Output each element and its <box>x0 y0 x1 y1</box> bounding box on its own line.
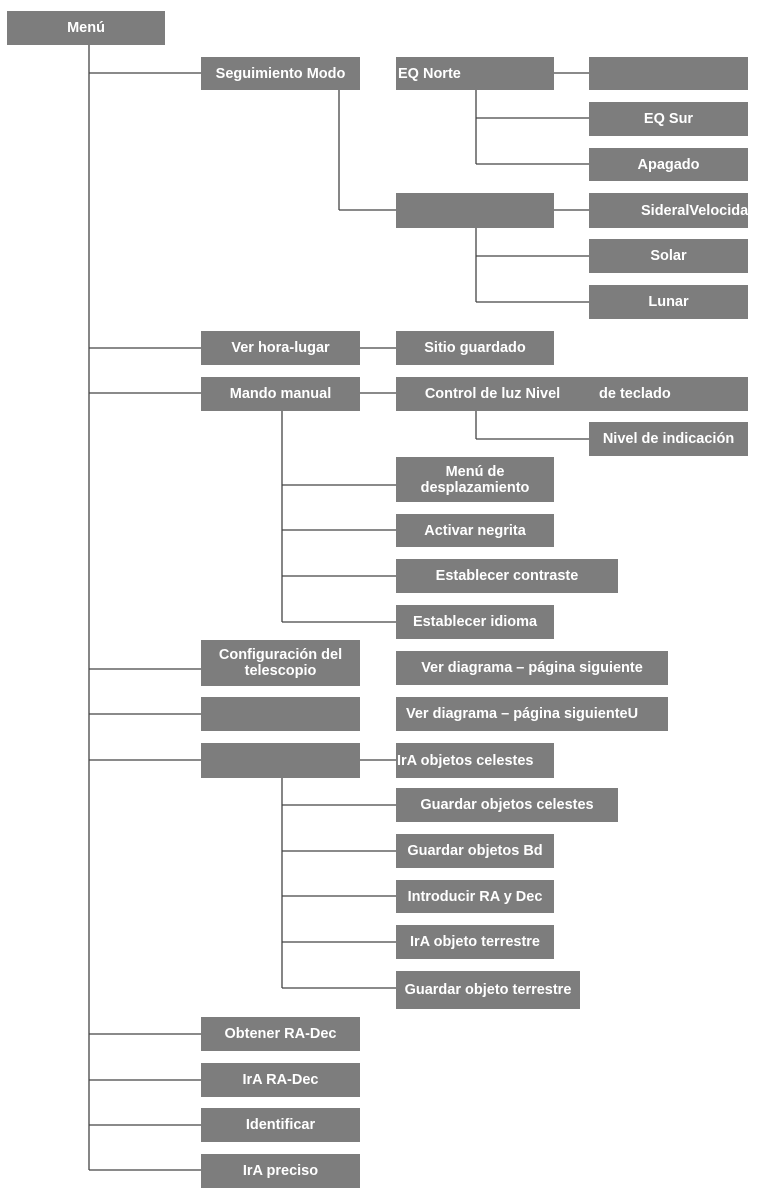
sitio-guardado[interactable]: Sitio guardado <box>396 331 554 365</box>
ira-preciso[interactable]: IrA preciso <box>201 1154 360 1188</box>
lunar[interactable]: Lunar <box>589 285 748 319</box>
ira-objetos-celestes[interactable]: IrA objetos celestes <box>396 743 554 778</box>
menu-desplazamiento[interactable]: Menú de desplazamiento <box>396 457 554 502</box>
menu-root[interactable]: Menú <box>7 11 165 45</box>
eq-norte-sub[interactable] <box>589 57 748 90</box>
luz-teclado[interactable]: de teclado <box>589 377 748 411</box>
velocidad[interactable] <box>396 193 554 228</box>
establecer-idioma[interactable]: Establecer idioma <box>396 605 554 639</box>
solar[interactable]: Solar <box>589 239 748 273</box>
blank-node-2[interactable] <box>201 743 360 778</box>
establecer-contraste[interactable]: Establecer contraste <box>396 559 618 593</box>
obtener-ra-dec[interactable]: Obtener RA-Dec <box>201 1017 360 1051</box>
apagado[interactable]: Apagado <box>589 148 748 181</box>
identificar[interactable]: Identificar <box>201 1108 360 1142</box>
seguimiento-modo[interactable]: Seguimiento Modo <box>201 57 360 90</box>
activar-negrita[interactable]: Activar negrita <box>396 514 554 547</box>
nivel-indicacion[interactable]: Nivel de indicación <box>589 422 748 456</box>
ver-hora-lugar[interactable]: Ver hora-lugar <box>201 331 360 365</box>
ira-ra-dec[interactable]: IrA RA-Dec <box>201 1063 360 1097</box>
configuracion-telescopio[interactable]: Configuración del telescopio <box>201 640 360 686</box>
mando-manual[interactable]: Mando manual <box>201 377 360 411</box>
guardar-objeto-terrestre[interactable]: Guardar objeto terrestre <box>396 971 580 1009</box>
ver-diagrama-1[interactable]: Ver diagrama – página siguiente <box>396 651 668 685</box>
control-luz[interactable]: Control de luz Nivel <box>396 377 589 411</box>
ver-diagrama-2[interactable]: Ver diagrama – página siguienteU <box>396 697 668 731</box>
introducir-ra-dec[interactable]: Introducir RA y Dec <box>396 880 554 913</box>
eq-norte[interactable]: EQ Norte <box>396 57 554 90</box>
guardar-objetos-bd[interactable]: Guardar objetos Bd <box>396 834 554 868</box>
guardar-objetos-celestes[interactable]: Guardar objetos celestes <box>396 788 618 822</box>
eq-sur[interactable]: EQ Sur <box>589 102 748 136</box>
blank-node-1[interactable] <box>201 697 360 731</box>
ira-objeto-terrestre[interactable]: IrA objeto terrestre <box>396 925 554 959</box>
sideral[interactable]: SideralVelocidad <box>589 193 748 228</box>
